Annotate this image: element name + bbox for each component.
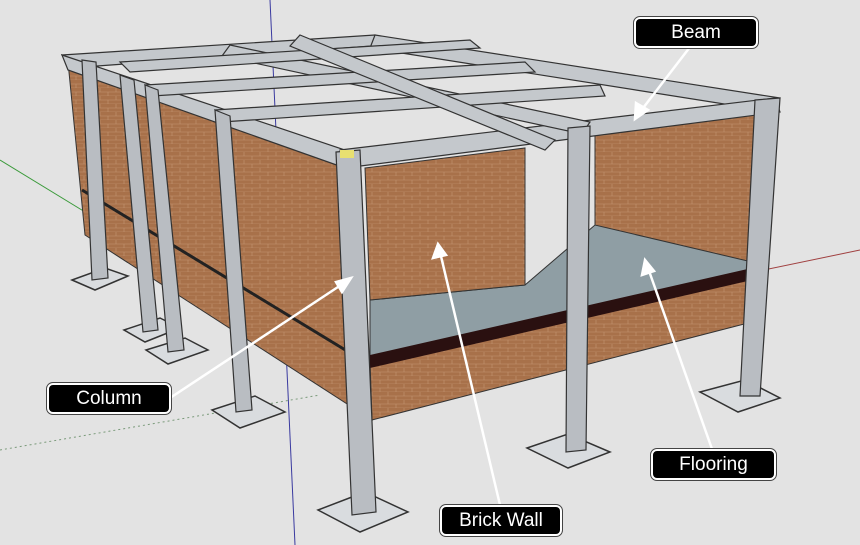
callout-arrows [169,46,714,506]
column-label: Column [46,382,172,415]
inner-brick-wall [364,147,526,301]
beams [60,34,781,169]
flooring-label: Flooring [650,448,777,481]
brick-wall-label: Brick Wall [439,504,563,537]
green-axis [0,159,91,216]
beam-label: Beam [633,16,759,49]
columns [81,59,781,516]
